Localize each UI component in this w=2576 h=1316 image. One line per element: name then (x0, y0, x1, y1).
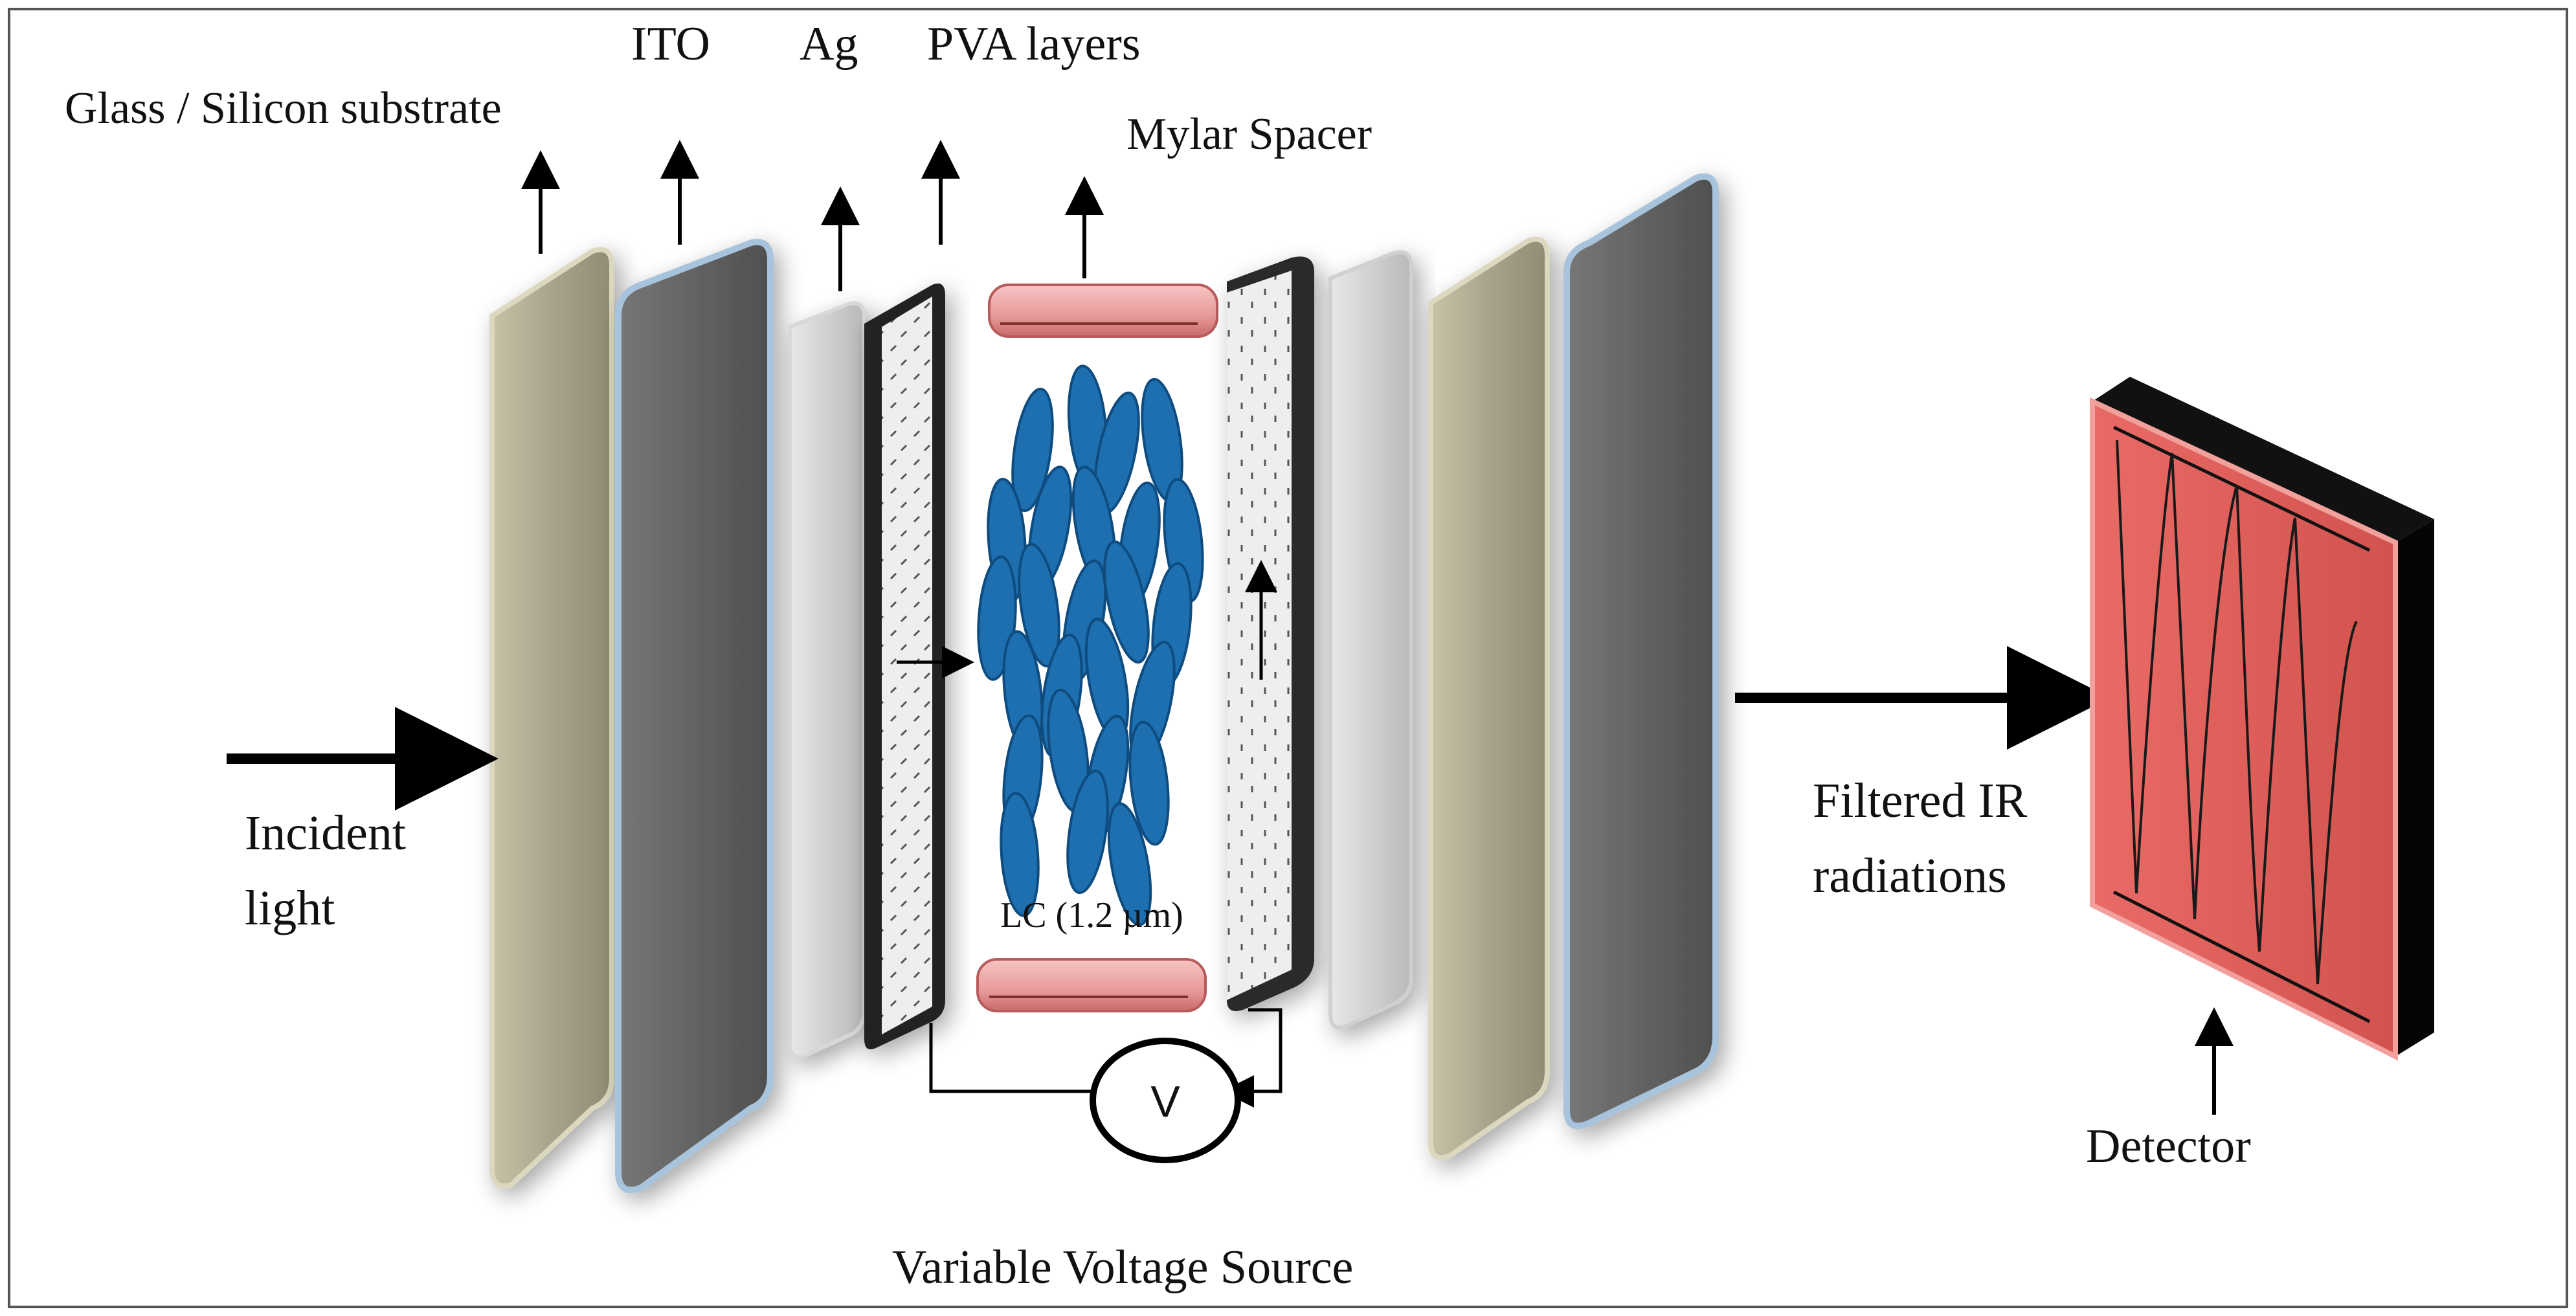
ito-plate-right (1563, 173, 1719, 1130)
label-detector: Detector (2086, 1120, 2251, 1173)
label-mylar: Mylar Spacer (1126, 109, 1372, 159)
lc-molecule (1011, 387, 1054, 513)
mylar-spacer-top (988, 284, 1218, 338)
voltage-symbol: V (1150, 1077, 1180, 1126)
voltmeter-circle (1090, 1038, 1241, 1163)
label-pva: PVA layers (927, 17, 1141, 71)
mylar-spacer-bottom (976, 958, 1207, 1012)
lc-molecule (1103, 540, 1150, 664)
lc-molecule (1066, 769, 1109, 895)
glass-substrate-plate-left (489, 247, 614, 1189)
lc-molecule (1000, 792, 1040, 917)
pva-layer-left (864, 284, 945, 1050)
liquid-crystal-molecules (977, 364, 1204, 926)
glass-substrate-plate-right (1428, 236, 1550, 1161)
label-filtered-line1: Filtered IR (1813, 774, 2028, 828)
lc-molecule (1128, 720, 1170, 846)
ag-plate-right (1328, 250, 1413, 1030)
ag-plate-left (788, 301, 866, 1059)
detector (2090, 377, 2434, 1061)
figure-border (8, 8, 2568, 1308)
label-lc: LC (1.2 µm) (1000, 895, 1183, 935)
voltage-source-circuit: V (929, 1008, 1282, 1163)
label-incident-line1: Incident (245, 806, 406, 860)
pva-layer-right (1227, 256, 1314, 1012)
lc-molecule (1107, 802, 1152, 926)
label-incident-line2: light (245, 881, 335, 935)
label-ito: ITO (631, 17, 710, 71)
label-substrate: Glass / Silicon substrate (65, 84, 502, 133)
label-voltage-source: Variable Voltage Source (892, 1241, 1353, 1294)
ito-plate-left (615, 238, 774, 1194)
lc-molecule (1018, 542, 1060, 668)
label-ag: Ag (800, 17, 858, 71)
label-filtered-line2: radiations (1813, 849, 2007, 903)
